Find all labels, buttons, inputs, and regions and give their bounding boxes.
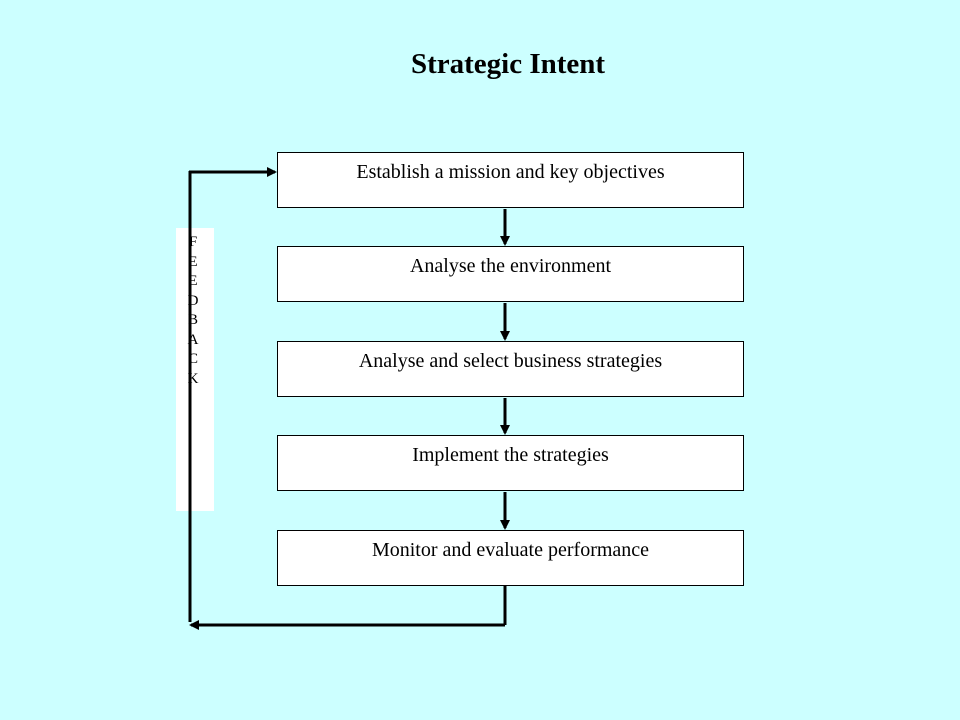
feedback-letter: K (187, 370, 199, 387)
step-select-strategies: Analyse and select business strategies (277, 341, 744, 397)
feedback-label: F E E D B A C K (176, 228, 214, 511)
feedback-letter: B (187, 312, 198, 328)
feedback-letter: E (188, 253, 198, 270)
feedback-letter: A (187, 331, 199, 348)
diagram-title: Strategic Intent (410, 48, 606, 80)
step-implement-strategies: Implement the strategies (277, 435, 744, 491)
step-monitor-evaluate: Monitor and evaluate performance (277, 530, 744, 586)
step-establish-mission: Establish a mission and key objectives (277, 152, 744, 208)
feedback-letter: C (187, 351, 198, 367)
step-analyse-environment: Analyse the environment (277, 246, 744, 302)
feedback-letter: F (188, 234, 198, 250)
feedback-letter: E (188, 273, 198, 289)
feedback-letter: D (187, 292, 199, 309)
